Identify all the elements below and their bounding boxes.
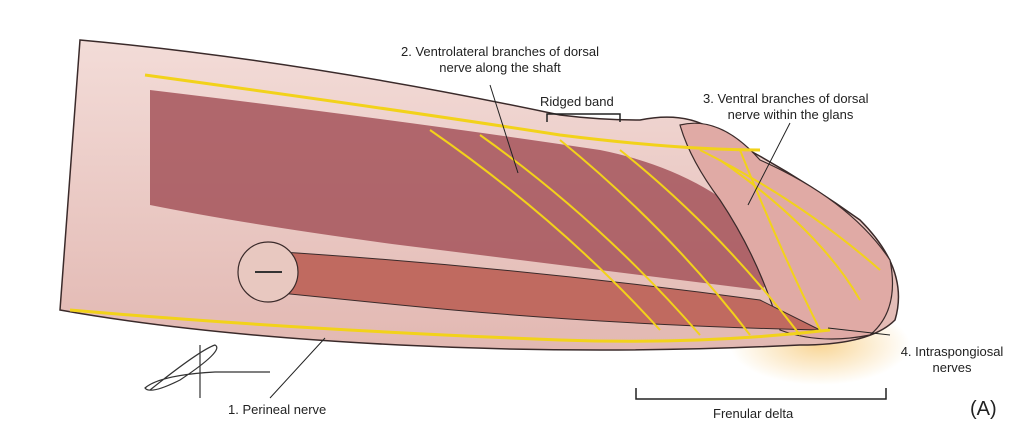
- signature: [144, 344, 270, 398]
- perineal-nerve: [69, 308, 831, 343]
- nerves: [69, 73, 881, 343]
- label-perineal-nerve: 1. Perineal nerve: [228, 402, 327, 417]
- label-line: 3. Ventral branches of dorsal: [703, 91, 869, 106]
- label-ventral-branches-glans: 3. Ventral branches of dorsal nerve with…: [703, 91, 923, 123]
- corpus-cavernosum: [150, 90, 770, 290]
- label-line: nerve along the shaft: [439, 60, 561, 75]
- dorsal-nerve: [144, 73, 761, 152]
- leader-lines: [269, 84, 891, 399]
- label-line: 4. Intraspongiosal: [900, 344, 1004, 359]
- label-line: 2. Ventrolateral branches of dorsal: [400, 44, 599, 59]
- panel-label: (A): [970, 398, 997, 420]
- ridged-band-bracket: [546, 113, 621, 122]
- frenular-delta-bracket: [635, 388, 887, 400]
- label-line: nerves: [932, 360, 972, 375]
- label-intraspongiosal-nerves: 4. Intraspongiosal nerves: [892, 344, 1012, 376]
- label-frenular-delta: Frenular delta: [713, 406, 794, 421]
- label-line: nerve within the glans: [727, 107, 854, 122]
- label-ventrolateral-branches: 2. Ventrolateral branches of dorsal nerv…: [355, 44, 645, 76]
- label-ridged-band: Ridged band: [540, 94, 614, 109]
- glans: [679, 122, 894, 340]
